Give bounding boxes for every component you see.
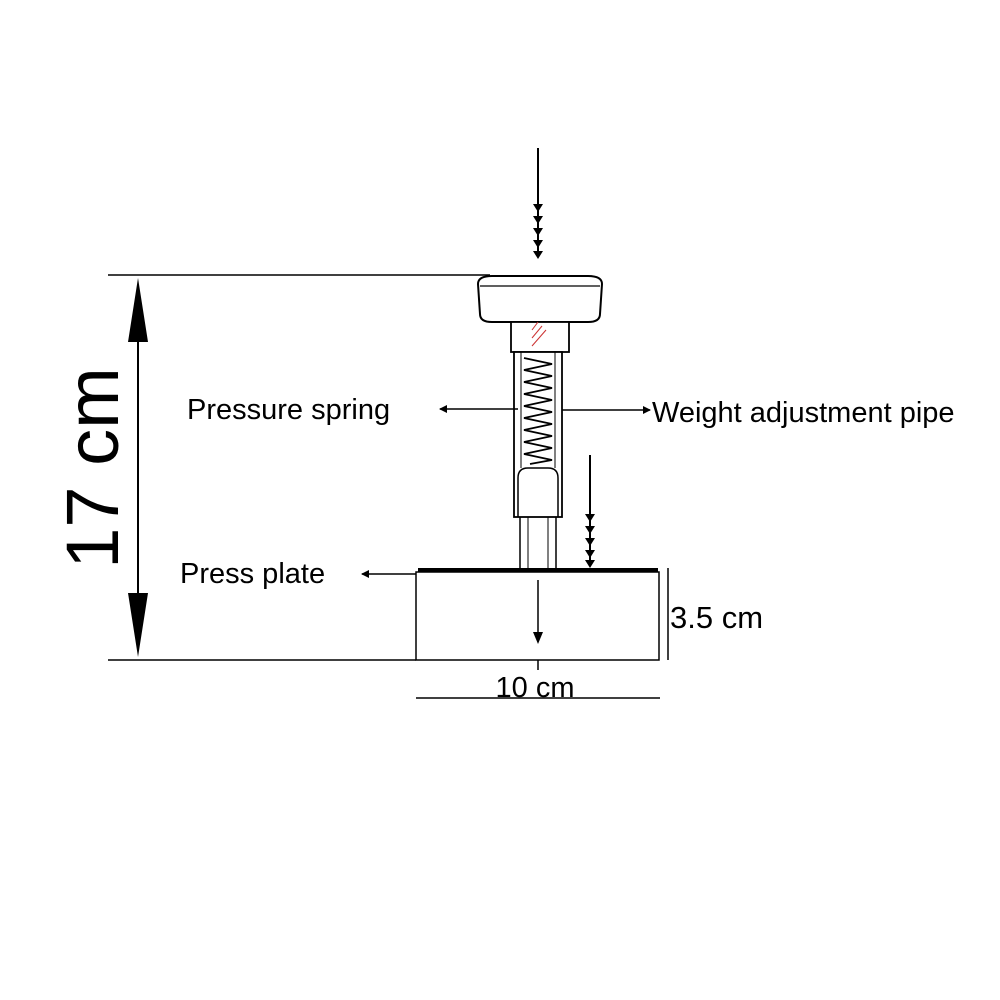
pressure-spring-callout: Pressure spring [187,394,518,426]
plate-width-dimension: 10 cm [416,660,660,704]
weight-adjustment-pipe-callout: Weight adjustment pipe [562,397,955,429]
load-arrow-plate [585,455,595,568]
plate-height-dimension: 3.5 cm [667,568,763,660]
height-dimension: 17 cm [51,274,490,661]
pressure-spring [523,357,553,465]
height-arrow-down [128,593,148,657]
pressure-spring-label: Pressure spring [187,394,390,426]
plate-width-label: 10 cm [496,672,575,704]
height-arrow-up [128,278,148,342]
height-label: 17 cm [51,367,134,569]
press-plate-callout: Press plate [180,558,416,590]
plate-height-label: 3.5 cm [670,600,763,635]
inner-down-arrow [533,580,543,644]
accent-marks [531,321,547,347]
load-arrow-top [533,148,543,259]
press-plate-label: Press plate [180,558,325,590]
top-knob [476,275,604,323]
weight-adjustment-pipe [513,351,563,570]
weight-adjustment-pipe-label: Weight adjustment pipe [652,397,955,429]
